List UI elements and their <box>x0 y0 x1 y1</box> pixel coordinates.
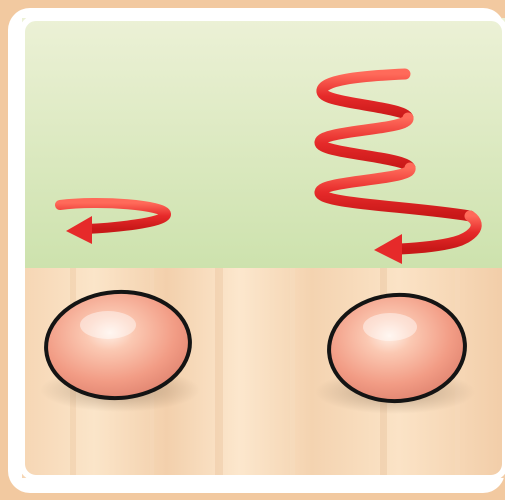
egg-left-highlight <box>80 311 136 339</box>
egg-right-highlight <box>363 313 417 341</box>
